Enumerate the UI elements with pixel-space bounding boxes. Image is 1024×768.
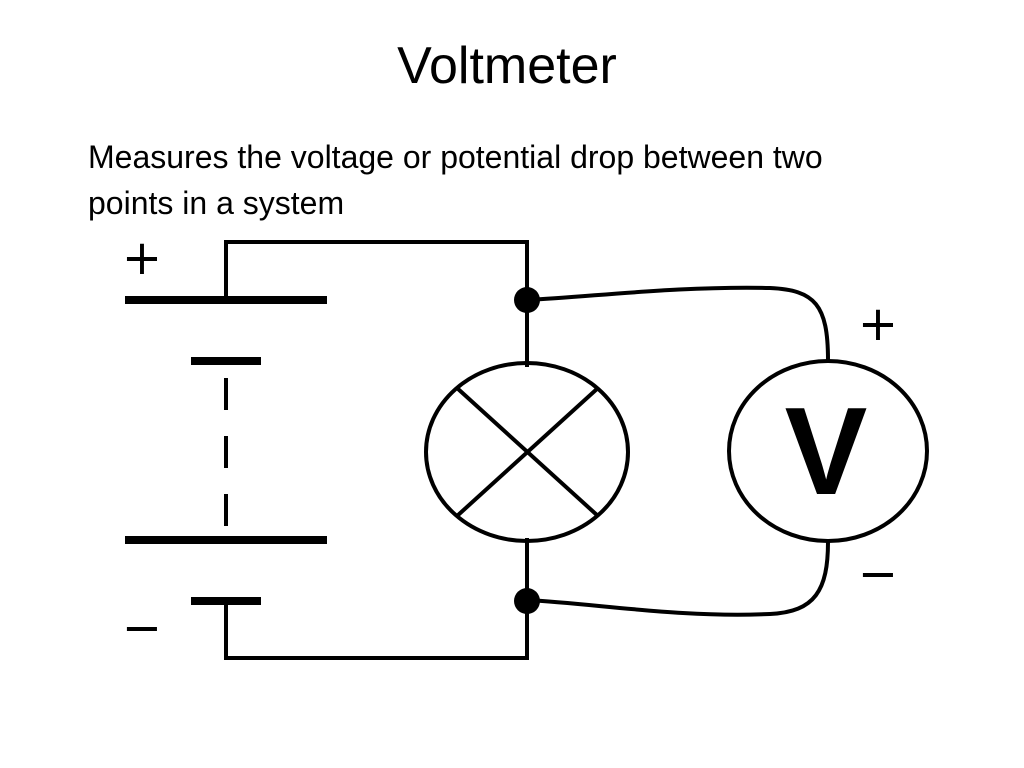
voltmeter-positive-sign: + <box>858 296 898 352</box>
battery-positive-sign: + <box>122 230 162 286</box>
bottom-junction-dot <box>514 588 540 614</box>
voltmeter-negative-sign: − <box>858 546 898 602</box>
battery-negative-sign: − <box>122 600 162 656</box>
voltmeter-negative-lead <box>524 539 831 617</box>
voltmeter-symbol: V <box>727 359 929 543</box>
voltmeter-positive-lead <box>524 285 831 363</box>
lamp-cross-line-2 <box>455 386 600 518</box>
slide-body-text: Measures the voltage or potential drop b… <box>88 139 823 221</box>
lamp-symbol <box>424 361 630 543</box>
voltmeter-circle <box>727 359 929 543</box>
slide-title: Voltmeter <box>397 37 617 95</box>
top-junction-dot <box>514 287 540 313</box>
lamp-circle <box>424 361 630 543</box>
bottom-wire <box>224 538 529 660</box>
voltmeter-letter: V <box>785 383 868 521</box>
battery-symbol <box>125 296 327 605</box>
